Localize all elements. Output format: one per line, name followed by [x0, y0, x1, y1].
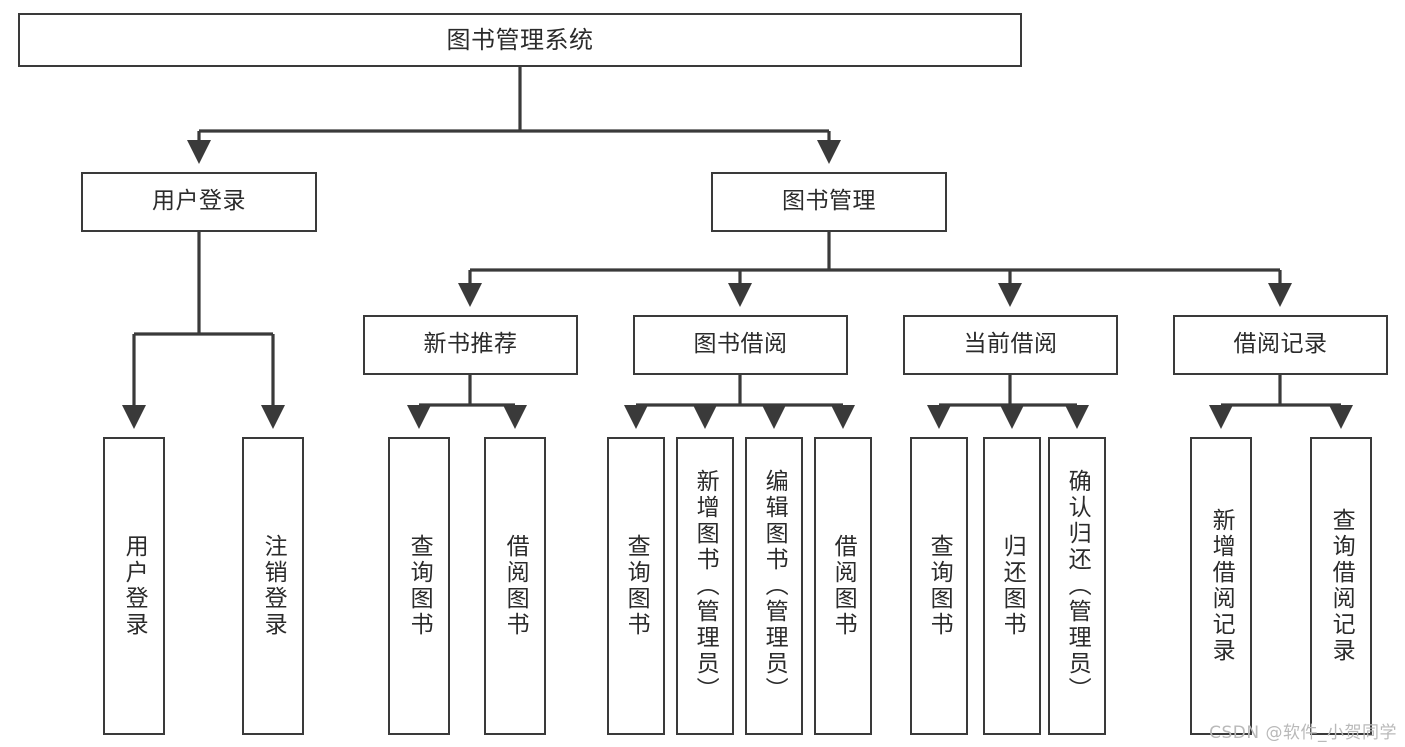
node-user-login-label: 用户登录 [152, 188, 246, 215]
node-new-book-recommend-label: 新书推荐 [423, 331, 518, 358]
leaf-return-book-label: 归还图书 [999, 534, 1026, 638]
leaf-confirm-return[interactable]: 确认归还（管理员） [1048, 437, 1106, 735]
leaf-logout[interactable]: 注销登录 [242, 437, 304, 735]
leaf-user-login-label: 用户登录 [121, 534, 148, 638]
node-borrow-record[interactable]: 借阅记录 [1173, 315, 1388, 375]
leaf-query-book-1-label: 查询图书 [406, 534, 433, 638]
node-root[interactable]: 图书管理系统 [18, 13, 1022, 67]
node-book-borrow[interactable]: 图书借阅 [633, 315, 848, 375]
leaf-borrow-book-2-label: 借阅图书 [830, 534, 857, 638]
leaf-borrow-book-1[interactable]: 借阅图书 [484, 437, 546, 735]
leaf-query-book-3-label: 查询图书 [926, 534, 953, 638]
leaf-add-record[interactable]: 新增借阅记录 [1190, 437, 1252, 735]
node-book-manage-label: 图书管理 [782, 188, 876, 215]
node-borrow-record-label: 借阅记录 [1233, 331, 1328, 358]
watermark: CSDN @软件_小贺同学 [1209, 723, 1397, 743]
leaf-add-book[interactable]: 新增图书（管理员） [676, 437, 734, 735]
leaf-add-record-label: 新增借阅记录 [1208, 508, 1235, 664]
leaf-borrow-book-2[interactable]: 借阅图书 [814, 437, 872, 735]
leaf-query-book-2[interactable]: 查询图书 [607, 437, 665, 735]
leaf-add-book-label: 新增图书（管理员） [692, 469, 719, 703]
leaf-query-book-2-label: 查询图书 [623, 534, 650, 638]
node-book-manage[interactable]: 图书管理 [711, 172, 947, 232]
node-book-borrow-label: 图书借阅 [693, 331, 788, 358]
leaf-logout-label: 注销登录 [260, 534, 287, 638]
leaf-query-book-1[interactable]: 查询图书 [388, 437, 450, 735]
leaf-user-login[interactable]: 用户登录 [103, 437, 165, 735]
node-current-borrow-label: 当前借阅 [963, 331, 1058, 358]
node-user-login[interactable]: 用户登录 [81, 172, 317, 232]
leaf-query-record[interactable]: 查询借阅记录 [1310, 437, 1372, 735]
leaf-query-record-label: 查询借阅记录 [1328, 508, 1355, 664]
leaf-query-book-3[interactable]: 查询图书 [910, 437, 968, 735]
leaf-edit-book-label: 编辑图书（管理员） [761, 469, 788, 703]
node-new-book-recommend[interactable]: 新书推荐 [363, 315, 578, 375]
leaf-borrow-book-1-label: 借阅图书 [502, 534, 529, 638]
node-root-label: 图书管理系统 [446, 25, 594, 54]
leaf-return-book[interactable]: 归还图书 [983, 437, 1041, 735]
node-current-borrow[interactable]: 当前借阅 [903, 315, 1118, 375]
leaf-edit-book[interactable]: 编辑图书（管理员） [745, 437, 803, 735]
leaf-confirm-return-label: 确认归还（管理员） [1064, 469, 1091, 703]
